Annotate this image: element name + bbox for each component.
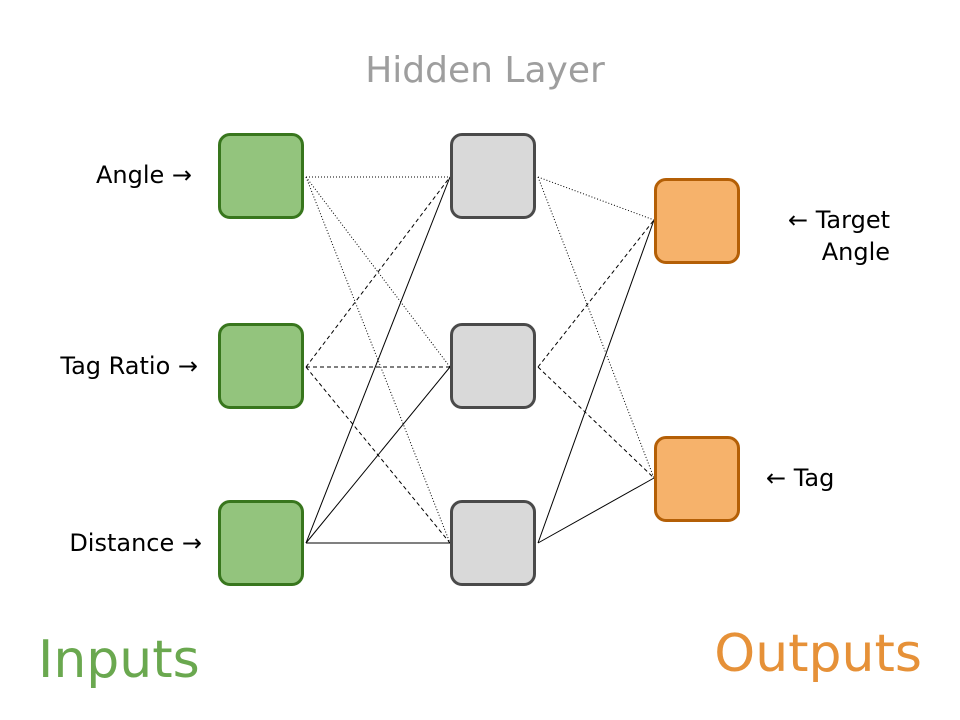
edge-angle-hidden2 [305,176,451,368]
input-node-tag-ratio [218,323,304,409]
edge-hidden1-tag [537,176,655,479]
edge-tagratio-hidden1 [305,176,451,368]
edge-distance-hidden1 [305,176,451,544]
hidden-node-1 [450,133,536,219]
input-node-distance [218,500,304,586]
edge-hidden3-tag [537,477,655,544]
input-node-angle [218,133,304,219]
hidden-layer-title: Hidden Layer [365,50,605,91]
edge-hidden3-target [537,219,655,544]
edge-hidden2-target [537,219,655,368]
hidden-node-3 [450,500,536,586]
input-label-tag-ratio: Tag Ratio → [60,352,198,380]
output-label-tag: ← Tag [766,464,835,492]
inputs-title: Inputs [38,630,200,690]
hidden-node-2 [450,323,536,409]
edge-angle-hidden3 [305,176,451,544]
edge-distance-hidden2 [305,366,451,544]
output-node-tag [654,436,740,522]
input-label-distance: Distance → [69,529,202,557]
output-label-target-line1: ← Target [788,206,890,234]
output-label-target-line2: Angle [821,238,890,266]
output-node-target-angle [654,178,740,264]
outputs-title: Outputs [714,624,922,684]
edge-hidden1-target [537,176,655,221]
input-label-angle: Angle → [95,161,192,189]
edge-hidden2-tag [537,366,655,479]
